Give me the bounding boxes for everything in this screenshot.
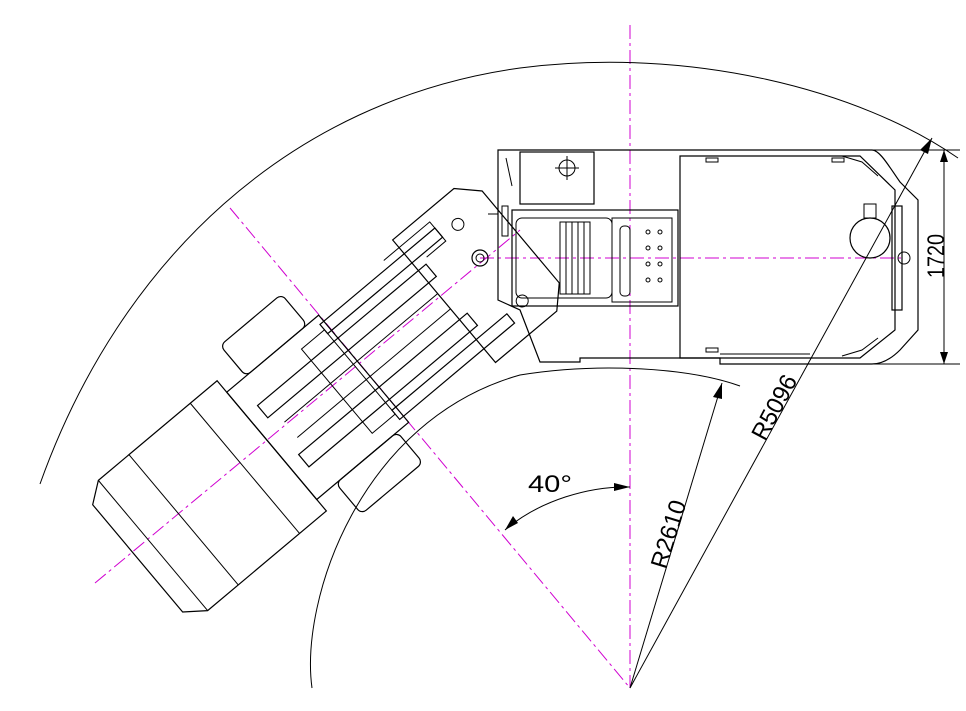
outer-radius-arrow [920,138,932,154]
engine-cover [519,151,595,205]
front-frame [92,187,560,613]
angle-arrow-left [505,516,518,530]
rear-frame-outline [497,149,919,365]
boom-arm-right [297,312,479,468]
rear-fender-bottom [841,337,879,357]
front-wheel-right [337,433,422,513]
centerlines [94,25,905,689]
inner-radius-dimension: R2610 [646,497,692,572]
turning-arcs [39,61,959,689]
inner-radius-arrow [713,383,722,399]
front-hinge-head [391,187,560,364]
hydraulic-cylinder-lower [391,312,516,421]
outer-turning-arc [39,61,959,485]
front-wheel-left [222,295,306,375]
rear-hood-panel [679,155,896,359]
rear-bumper [891,205,903,311]
outer-radius-dimension: R5096 [746,370,803,444]
outer-radius-leader [629,137,933,689]
rear-frame [471,149,919,365]
rear-tank [849,217,891,259]
width-dimension-label: 1720 [923,234,950,278]
front-frame-axis [94,229,521,584]
inner-turning-arc [310,367,741,689]
transmission-housing [511,209,679,307]
angle-dimension: 40° [528,471,572,498]
hydraulic-cylinder-upper [319,227,444,335]
front-chassis [225,314,410,501]
angle-arrow-right [614,483,630,491]
front-frame-centerline [229,207,631,689]
articulation-pin [471,249,489,267]
rear-fender-top [841,155,879,177]
width-dimension [872,149,960,365]
hydraulic-hose [383,221,447,261]
boom-arm-left [256,263,438,419]
inner-radius-leader [629,382,723,689]
